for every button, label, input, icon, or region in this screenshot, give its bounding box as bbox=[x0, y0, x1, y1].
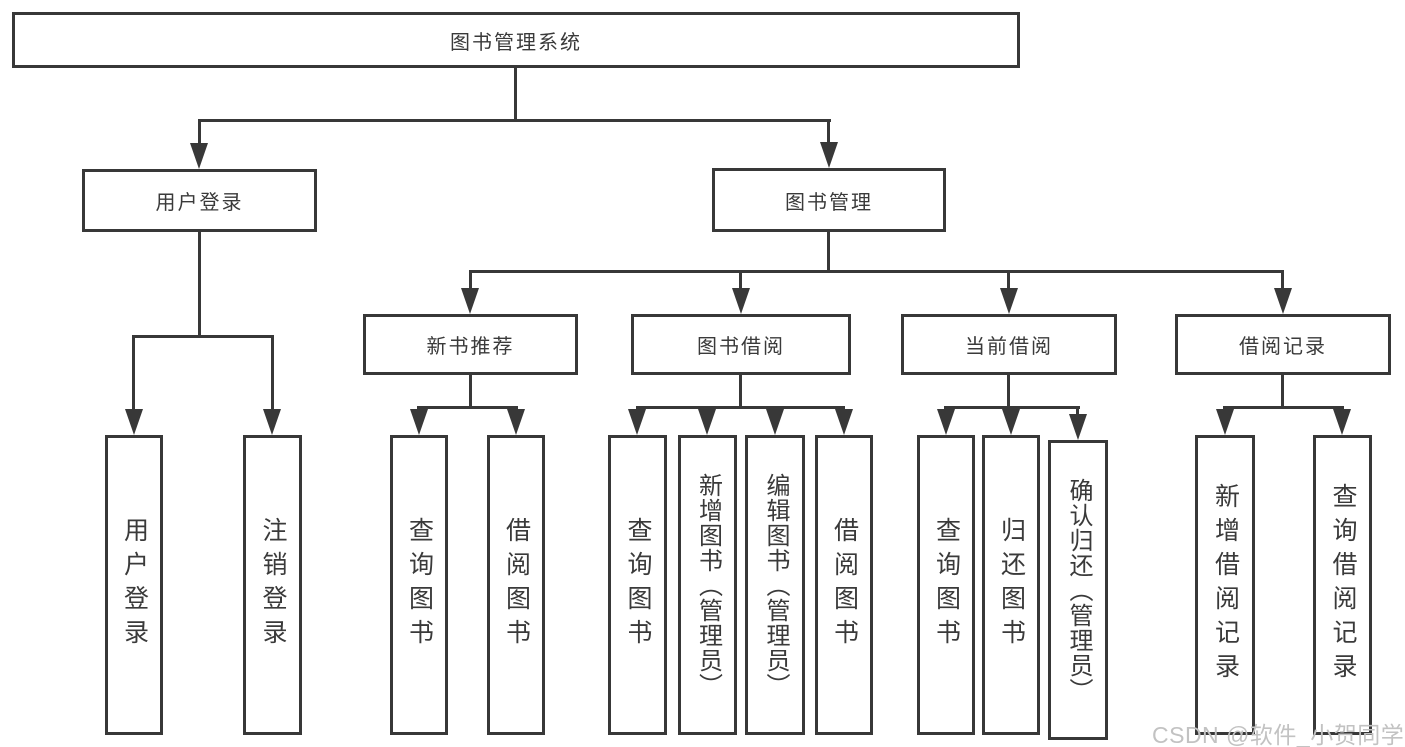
leaf-add-borrow-record: 新增借阅记录 bbox=[1195, 435, 1255, 735]
arrowhead-icon bbox=[937, 409, 955, 435]
arrowhead-icon bbox=[190, 143, 208, 169]
leaf-confirm-return-admin: 确认归还（管理员） bbox=[1048, 440, 1108, 740]
arrowhead-icon bbox=[410, 409, 428, 435]
leaf-query-books-recommend: 查询图书 bbox=[390, 435, 448, 735]
connector-line bbox=[514, 68, 517, 122]
connector-line bbox=[469, 270, 1284, 273]
arrowhead-icon bbox=[732, 288, 750, 314]
connector-line bbox=[944, 406, 1080, 409]
arrowhead-icon bbox=[1000, 288, 1018, 314]
connector-line bbox=[469, 270, 472, 292]
connector-line bbox=[132, 335, 135, 415]
arrowhead-icon bbox=[820, 142, 838, 168]
connector-line bbox=[1223, 406, 1344, 409]
arrowhead-icon bbox=[1274, 288, 1292, 314]
connector-line bbox=[1281, 375, 1284, 408]
leaf-user-login: 用户登录 bbox=[105, 435, 163, 735]
connector-line bbox=[198, 232, 201, 336]
connector-line bbox=[132, 335, 274, 338]
node-book-management: 图书管理 bbox=[712, 168, 946, 232]
connector-line bbox=[1281, 270, 1284, 292]
connector-line bbox=[417, 406, 518, 409]
node-borrowing-records: 借阅记录 bbox=[1175, 314, 1391, 375]
connector-line bbox=[827, 119, 830, 157]
leaf-query-books-current: 查询图书 bbox=[917, 435, 975, 735]
leaf-borrow-books-borrowing: 借阅图书 bbox=[815, 435, 873, 735]
leaf-query-borrow-record: 查询借阅记录 bbox=[1313, 435, 1372, 735]
watermark: CSDN @软件_小贺同学 bbox=[1152, 722, 1405, 747]
arrowhead-icon bbox=[461, 288, 479, 314]
connector-line bbox=[739, 375, 742, 408]
arrowhead-icon bbox=[1333, 409, 1351, 435]
arrowhead-icon bbox=[125, 409, 143, 435]
arrowhead-icon bbox=[263, 409, 281, 435]
connector-line bbox=[198, 119, 201, 157]
connector-line bbox=[271, 335, 274, 415]
arrowhead-icon bbox=[1002, 409, 1020, 435]
node-current-borrowing: 当前借阅 bbox=[901, 314, 1117, 375]
arrowhead-icon bbox=[1216, 409, 1234, 435]
arrowhead-icon bbox=[698, 409, 716, 435]
arrowhead-icon bbox=[1069, 414, 1087, 440]
leaf-query-books-borrowing: 查询图书 bbox=[608, 435, 667, 735]
leaf-edit-book-admin: 编辑图书（管理员） bbox=[745, 435, 805, 735]
connector-line bbox=[1007, 270, 1010, 292]
connector-line bbox=[739, 270, 742, 292]
leaf-borrow-books-recommend: 借阅图书 bbox=[487, 435, 545, 735]
connector-line bbox=[636, 406, 845, 409]
node-library-system: 图书管理系统 bbox=[12, 12, 1020, 68]
arrowhead-icon bbox=[628, 409, 646, 435]
leaf-logout-login: 注销登录 bbox=[243, 435, 302, 735]
node-user-login: 用户登录 bbox=[82, 169, 317, 232]
connector-line bbox=[198, 119, 831, 122]
node-new-book-recommend: 新书推荐 bbox=[363, 314, 578, 375]
node-book-borrowing: 图书借阅 bbox=[631, 314, 851, 375]
arrowhead-icon bbox=[835, 409, 853, 435]
arrowhead-icon bbox=[766, 409, 784, 435]
connector-line bbox=[827, 232, 830, 273]
connector-line bbox=[1007, 375, 1010, 408]
leaf-add-book-admin: 新增图书（管理员） bbox=[678, 435, 737, 735]
connector-line bbox=[469, 375, 472, 408]
arrowhead-icon bbox=[507, 409, 525, 435]
leaf-return-books: 归还图书 bbox=[982, 435, 1040, 735]
connector-line bbox=[1076, 406, 1079, 418]
